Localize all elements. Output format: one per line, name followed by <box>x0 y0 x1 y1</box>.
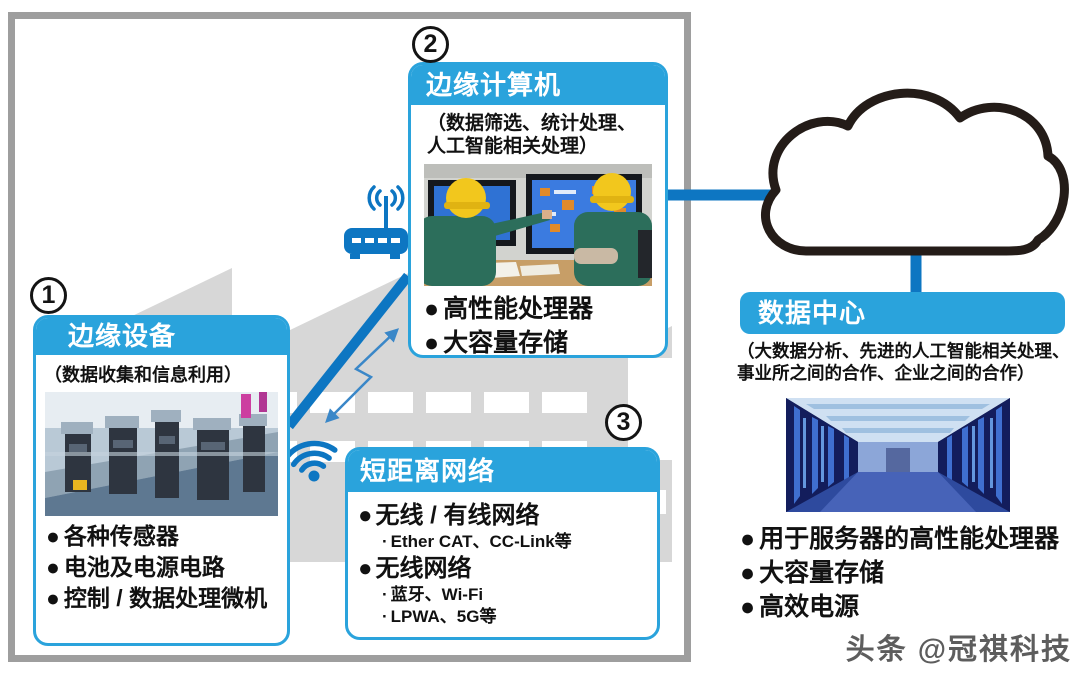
network-group: ● 无线网络 <box>358 553 657 584</box>
network-type-list: ● 无线 / 有线网络 · Ether CAT、CC-Link等 ● 无线网络 … <box>358 500 657 628</box>
network-subitem: · 蓝牙、Wi-Fi <box>382 584 657 606</box>
bullet-marker: ● <box>46 523 60 549</box>
edge-device-bullet-list: ● 各种传感器 ● 电池及电源电路 ● 控制 / 数据处理微机 <box>46 521 287 614</box>
bullet-text: 控制 / 数据处理微机 <box>63 585 268 611</box>
network-group: ● 无线 / 有线网络 <box>358 500 657 531</box>
edge-device-card-title: 边缘设备 <box>36 318 287 355</box>
edge-computer-subtitle: （数据筛选、统计处理、 人工智能相关处理） <box>427 112 659 158</box>
data-center-bullet-list: ● 用于服务器的高性能处理器 ● 大容量存储 ● 高效电源 <box>740 522 1080 624</box>
edge-computer-card: 边缘计算机 （数据筛选、统计处理、 人工智能相关处理） <box>408 62 668 358</box>
bullet-text: 高效电源 <box>759 593 860 621</box>
bullet-marker: ● <box>358 555 373 582</box>
edge-device-card: 边缘设备 （数据收集和信息利用） <box>33 315 290 646</box>
subtitle-line: 人工智能相关处理） <box>427 136 599 157</box>
edge-device-subtitle: （数据收集和信息利用） <box>44 365 242 385</box>
bullet-item: ● 各种传感器 <box>46 521 287 552</box>
bullet-text: 大容量存储 <box>443 329 569 357</box>
bullet-marker: ● <box>358 502 373 529</box>
cloud-icon <box>761 88 1069 256</box>
group-label-text: 无线网络 <box>375 555 472 582</box>
bullet-item: ● 控制 / 数据处理微机 <box>46 583 287 614</box>
bullet-item: ● 大容量存储 <box>424 326 665 357</box>
bullet-marker: ● <box>424 329 440 357</box>
bullet-item: ● 高效电源 <box>740 590 1080 624</box>
step-badge-short-range: 3 <box>605 404 642 441</box>
bullet-text: 用于服务器的高性能处理器 <box>759 525 1060 553</box>
subtitle-line: 事业所之间的合作、企业之间的合作） <box>737 363 1035 383</box>
bullet-item: ● 用于服务器的高性能处理器 <box>740 522 1080 556</box>
dot-marker: · <box>382 585 388 604</box>
bullet-marker: ● <box>740 593 756 621</box>
bullet-text: 高性能处理器 <box>443 295 594 323</box>
dot-marker: · <box>382 532 388 551</box>
bullet-text: 电池及电源电路 <box>63 554 225 580</box>
step-badge-edge-device: 1 <box>30 277 67 314</box>
bullet-item: ● 高性能处理器 <box>424 292 665 326</box>
short-range-network-card-title: 短距离网络 <box>348 450 657 492</box>
bullet-item: ● 大容量存储 <box>740 556 1080 590</box>
factory-automation-line-photo <box>45 392 278 516</box>
edge-computer-card-title: 边缘计算机 <box>411 65 665 105</box>
workers-at-control-monitors-photo <box>424 164 652 286</box>
data-center-subtitle: （大数据分析、先进的人工智能相关处理、 事业所之间的合作、企业之间的合作） <box>737 340 1080 384</box>
bullet-text: 各种传感器 <box>63 523 179 549</box>
data-center-title: 数据中心 <box>740 292 1065 334</box>
subitem-text: 蓝牙、Wi-Fi <box>390 585 484 604</box>
bullet-marker: ● <box>424 295 440 323</box>
edge-computer-bullet-list: ● 高性能处理器 ● 大容量存储 <box>424 292 665 357</box>
step-badge-edge-computer: 2 <box>412 26 449 63</box>
network-subitem: · Ether CAT、CC-Link等 <box>382 531 657 553</box>
bullet-item: ● 电池及电源电路 <box>46 552 287 583</box>
network-subitem: · LPWA、5G等 <box>382 606 657 628</box>
bullet-text: 大容量存储 <box>759 559 885 587</box>
subtitle-line: （数据筛选、统计处理、 <box>427 113 637 134</box>
bullet-marker: ● <box>740 559 756 587</box>
bullet-marker: ● <box>46 585 60 611</box>
group-label-text: 无线 / 有线网络 <box>375 502 540 529</box>
bullet-marker: ● <box>46 554 60 580</box>
dot-marker: · <box>382 607 388 626</box>
subtitle-line: （大数据分析、先进的人工智能相关处理、 <box>737 341 1070 361</box>
watermark-text: 头条 @冠祺科技 <box>845 634 1072 666</box>
short-range-network-card: 短距离网络 ● 无线 / 有线网络 · Ether CAT、CC-Link等 ●… <box>345 447 660 640</box>
bullet-marker: ● <box>740 525 756 553</box>
subitem-text: LPWA、5G等 <box>390 607 497 626</box>
server-room-photo <box>786 398 1010 512</box>
subitem-text: Ether CAT、CC-Link等 <box>390 532 572 551</box>
